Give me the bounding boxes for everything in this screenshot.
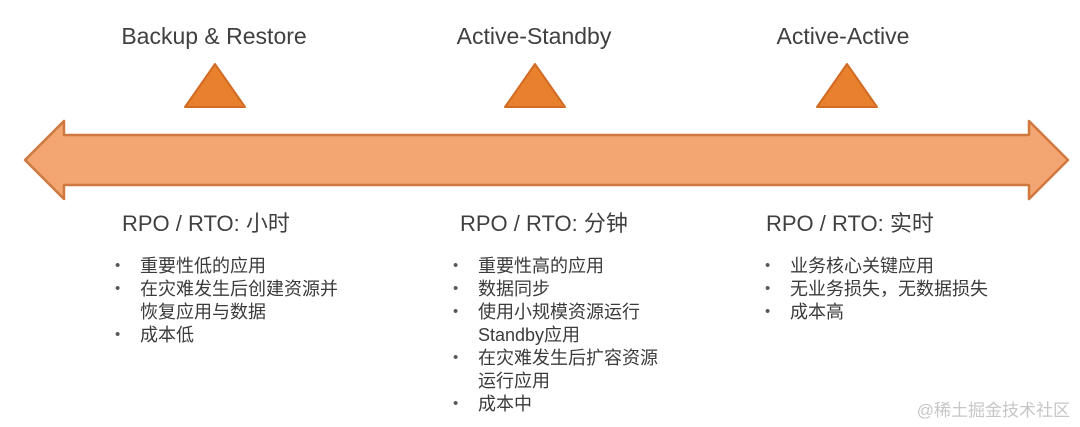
bullet-item: 在灾难发生后创建资源并恢复应用与数据 (112, 277, 344, 324)
marker-triangle-backup-restore (184, 63, 246, 108)
details-column-backup-restore: RPO / RTO: 小时 重要性低的应用 在灾难发生后创建资源并恢复应用与数据… (112, 210, 344, 347)
bullet-item: 成本低 (112, 323, 344, 347)
double-headed-arrow (23, 119, 1070, 201)
strategy-title-active-active: Active-Active (776, 23, 910, 49)
details-column-active-standby: RPO / RTO: 分钟 重要性高的应用 数据同步 使用小规模资源运行Stan… (450, 210, 665, 416)
bullet-item: 数据同步 (450, 277, 665, 301)
watermark: @稀土掘金技术社区 (916, 401, 1070, 420)
bullet-item: 业务核心关键应用 (762, 254, 1014, 278)
strategy-title-backup-restore: Backup & Restore (121, 23, 307, 49)
bullet-list: 业务核心关键应用 无业务损失，无数据损失 成本高 (762, 254, 1014, 324)
rpo-rto-heading: RPO / RTO: 实时 (766, 211, 934, 236)
bullet-item: 成本中 (450, 392, 665, 416)
marker-triangle-active-standby (504, 63, 566, 108)
bullet-item: 重要性高的应用 (450, 254, 665, 278)
bullet-list: 重要性高的应用 数据同步 使用小规模资源运行Standby应用 在灾难发生后扩容… (450, 254, 665, 416)
bullet-item: 成本高 (762, 300, 1014, 324)
bullet-item: 在灾难发生后扩容资源运行应用 (450, 346, 665, 393)
strategy-title-active-standby: Active-Standby (456, 23, 612, 49)
rpo-rto-heading: RPO / RTO: 小时 (122, 211, 290, 236)
bullet-item: 无业务损失，无数据损失 (762, 277, 1014, 301)
bullet-item: 使用小规模资源运行Standby应用 (450, 300, 665, 347)
rpo-rto-heading: RPO / RTO: 分钟 (460, 211, 628, 236)
details-column-active-active: RPO / RTO: 实时 业务核心关键应用 无业务损失，无数据损失 成本高 (762, 210, 1014, 324)
marker-triangle-active-active (816, 63, 878, 108)
bullet-item: 重要性低的应用 (112, 254, 344, 278)
bullet-list: 重要性低的应用 在灾难发生后创建资源并恢复应用与数据 成本低 (112, 254, 344, 347)
